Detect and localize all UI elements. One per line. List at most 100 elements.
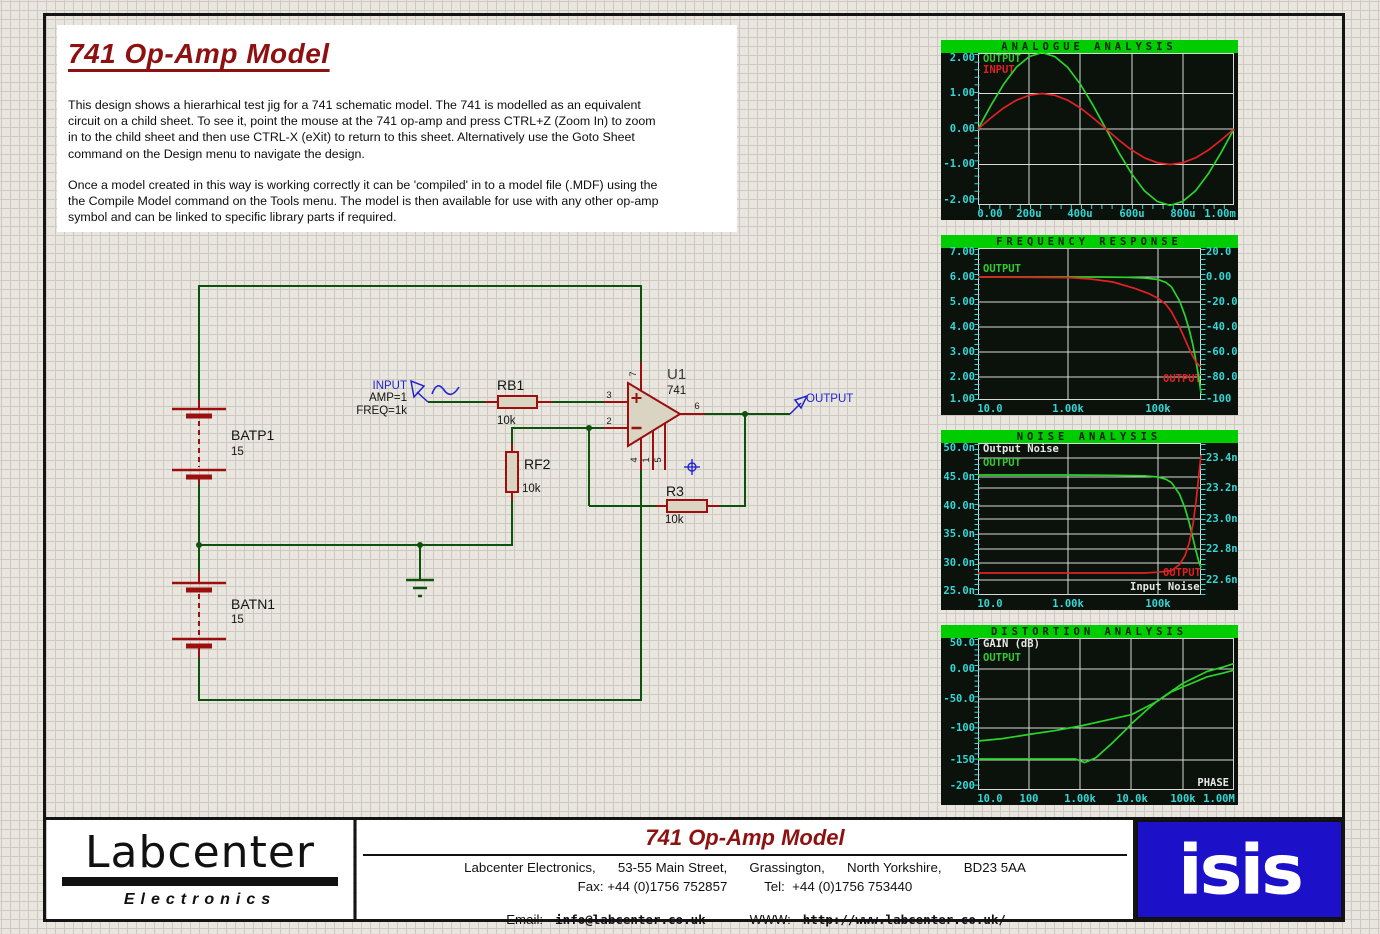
ground-symbol[interactable] <box>406 578 434 598</box>
y-tick-label: -2.00 <box>943 194 975 206</box>
graph-title-bar[interactable] <box>941 625 1238 638</box>
ref-label: R3 <box>666 483 684 499</box>
sheet-border <box>43 13 1345 922</box>
x-tick-label: 200u <box>1016 208 1041 220</box>
resistor-body[interactable] <box>666 499 708 513</box>
origin-marker-icon <box>684 459 700 475</box>
labcenter-logo-bar <box>62 876 338 886</box>
y-axis-labels-right: 20.0 0.00 -20.0 -40.0 -60.0 -80.0 -100 <box>1206 246 1238 405</box>
graph-title-bar[interactable] <box>941 40 1238 53</box>
isis-logo-word: isis <box>1177 829 1304 910</box>
text-line: symbol and can be linked to specific lib… <box>68 210 397 225</box>
text-line: command on the Design menu to navigate t… <box>68 146 365 161</box>
y-tick-label: 22.8n <box>1206 543 1238 555</box>
terminal-arrow-icon[interactable] <box>793 394 809 410</box>
resistor-rf2[interactable]: RF2 10k <box>505 444 551 500</box>
labcenter-logo-word: Labcenter <box>85 826 315 878</box>
phase-trace <box>977 276 1202 368</box>
y-tick-label: 0.00 <box>1206 271 1231 283</box>
footer-address: Labcenter Electronics, 53-55 Main Street… <box>464 860 1026 875</box>
y-tick-label: 23.4n <box>1206 452 1238 464</box>
website-url: http://www.labcenter.co.uk/ <box>802 912 1006 927</box>
x-axis-labels: 10.0 1.00k 100k <box>977 598 1171 610</box>
pin-number: 3 <box>606 390 611 401</box>
graph-frequency-response[interactable]: FREQUENCY RESPONSE 7.00 6.00 5.00 4.00 3… <box>941 235 1238 415</box>
label-output-noise: Output Noise <box>983 443 1059 455</box>
plot-background <box>941 53 1238 220</box>
y-tick-label: 25.0n <box>943 585 975 597</box>
isis-logo: isis <box>1136 820 1343 919</box>
footer-title-block: 741 Op-Amp Model Labcenter Electronics, … <box>357 820 1133 927</box>
y-tick-label: 22.6n <box>1206 574 1238 586</box>
y-tick-label: 20.0 <box>1206 246 1231 258</box>
legend-input: INPUT <box>983 64 1015 76</box>
amp-property: AMP=1 <box>369 392 407 404</box>
opamp-u1[interactable]: U1 741 3 2 6 7 4 1 5 <box>604 362 705 470</box>
junction-dot <box>742 411 748 417</box>
graph-title-bar[interactable] <box>941 430 1238 443</box>
ref-label: BATN1 <box>231 596 275 612</box>
output-terminal[interactable]: OUTPUT <box>789 393 853 415</box>
value-label: 10k <box>497 415 516 427</box>
y-axis-labels-right: 23.4n 23.2n 23.0n 22.8n 22.6n <box>1206 452 1238 586</box>
y-tick-label: 5.00 <box>950 296 975 308</box>
wires[interactable] <box>198 285 790 701</box>
resistor-body[interactable] <box>497 395 538 409</box>
x-axis-labels: 0.00 200u 400u 600u 800u 1.00m <box>977 208 1235 220</box>
page-title: 741 Op-Amp Model <box>68 38 330 69</box>
pin-number: 2 <box>606 416 611 427</box>
terminal-arrow-icon[interactable] <box>410 379 426 399</box>
x-tick-label: 600u <box>1119 208 1144 220</box>
value-label: 10k <box>665 514 684 526</box>
battery-batp1[interactable]: BATP1 15 <box>172 400 275 484</box>
y-axis-labels: 50.0n 45.0n 40.0n 35.0n 30.0n 25.0n <box>943 442 975 597</box>
resistor-r3[interactable]: R3 10k <box>656 483 720 526</box>
y-tick-label: 6.00 <box>950 271 975 283</box>
legend-output: OUTPUT <box>983 652 1021 664</box>
y-tick-label: -100 <box>1206 393 1231 405</box>
y-tick-label: 0.00 <box>950 663 975 675</box>
plus-icon <box>631 393 642 403</box>
email-label: Email: <box>506 912 544 927</box>
title-block: 741 Op-Amp Model This design shows a hie… <box>57 25 737 232</box>
y-tick-label: -20.0 <box>1206 296 1238 308</box>
x-tick-label: 10.0 <box>977 793 1002 805</box>
y-tick-label: 50.0n <box>943 442 975 454</box>
x-tick-label: 10.0 <box>977 403 1002 415</box>
junction-dot <box>417 542 423 548</box>
input-terminal[interactable]: INPUT AMP=1 FREQ=1k <box>356 379 460 417</box>
y-tick-label: 45.0n <box>943 471 975 483</box>
graph-title-bar[interactable] <box>941 235 1238 248</box>
plot-background <box>941 248 1238 415</box>
y-tick-label: -150 <box>950 754 975 766</box>
description-paragraph-2: Once a model created in this way is work… <box>68 177 708 226</box>
graph-distortion-analysis[interactable]: DISTORTION ANALYSIS 50.0 0.00 -50.0 -100… <box>941 625 1238 805</box>
graph-noise-analysis[interactable]: NOISE ANALYSIS 50.0n 45.0n 40.0n 35.0n 3… <box>941 430 1238 610</box>
ref-label: RF2 <box>524 456 551 472</box>
terminal-label: OUTPUT <box>806 393 853 405</box>
x-tick-label: 10.0 <box>977 598 1002 610</box>
x-tick-label: 100k <box>1145 598 1171 610</box>
y-tick-label: -50.0 <box>943 693 975 705</box>
gain-trace <box>978 276 1202 394</box>
footer-phone: Fax: +44 (0)1756 752857 Tel: +44 (0)1756… <box>577 879 913 894</box>
resistor-body[interactable] <box>505 451 519 493</box>
text-line: the Compile Model command on the Tools m… <box>68 194 659 209</box>
junction-dots <box>196 411 748 548</box>
plot-background <box>941 638 1238 805</box>
resistor-rb1[interactable]: RB1 10k <box>485 377 552 427</box>
y-tick-label: 30.0n <box>943 557 975 569</box>
x-tick-label: 400u <box>1067 208 1092 220</box>
battery-batn1[interactable]: BATN1 15 <box>172 572 275 658</box>
output-noise-trace <box>978 474 1202 568</box>
graph-analogue-analysis[interactable]: ANALOGUE ANALYSIS 2.00 1.00 0.00 -1.00 -… <box>941 40 1238 220</box>
plot-background <box>941 443 1238 610</box>
www-label: WWW: <box>749 912 791 927</box>
pin-number: 6 <box>694 401 699 412</box>
gain-trace <box>977 662 1235 742</box>
y-tick-label: 3.00 <box>950 346 975 358</box>
y-tick-label: 50.0 <box>950 637 975 649</box>
